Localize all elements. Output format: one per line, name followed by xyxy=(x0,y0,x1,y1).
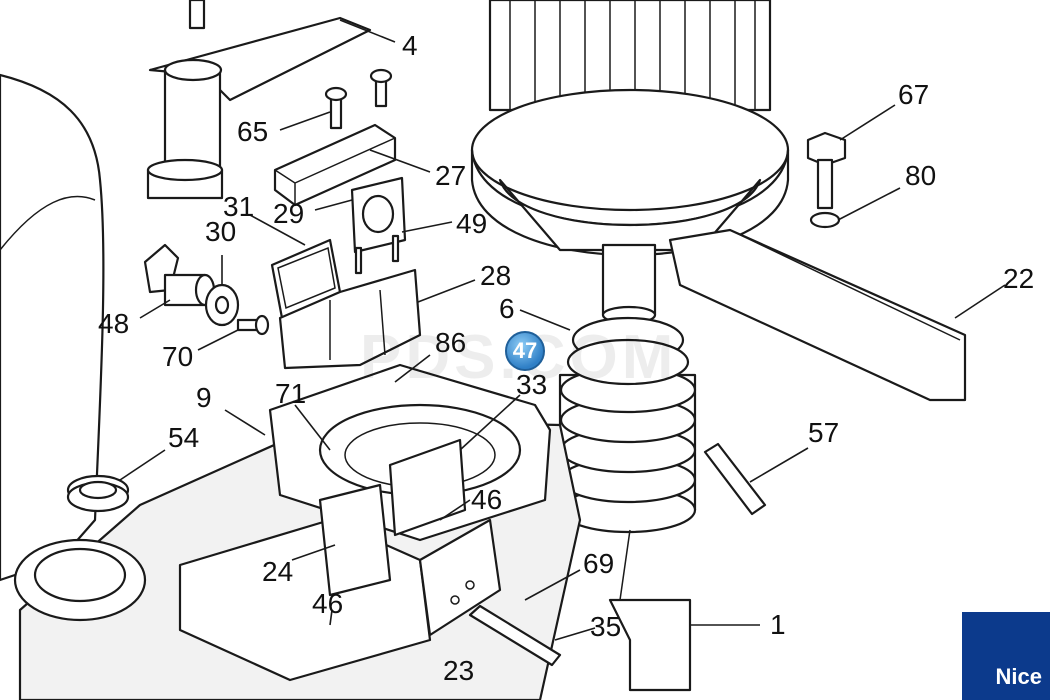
box-part-28 xyxy=(278,268,422,370)
callout-70: 70 xyxy=(162,341,194,372)
bracket-part-1 xyxy=(608,598,692,692)
gearbox-housing xyxy=(18,363,582,700)
callout-6: 6 xyxy=(499,293,515,324)
spring-part-35 xyxy=(468,604,562,667)
callout-27: 27 xyxy=(435,160,467,191)
callout-71: 71 xyxy=(275,378,307,409)
callout-23: 23 xyxy=(443,655,475,686)
callout-65: 65 xyxy=(237,116,269,147)
highlighted-part-marker-47[interactable]: 47 xyxy=(505,331,545,371)
callout-22: 22 xyxy=(1003,263,1035,294)
callout-4: 4 xyxy=(402,30,418,61)
callout-9: 9 xyxy=(196,382,212,413)
callout-28: 28 xyxy=(480,260,512,291)
arm-part-4 xyxy=(146,0,372,200)
callout-30: 30 xyxy=(205,216,237,247)
callout-29: 29 xyxy=(273,198,305,229)
callout-leaders xyxy=(119,19,1006,641)
seal-part-54 xyxy=(66,474,130,513)
callout-86: 86 xyxy=(435,327,467,358)
callout-35: 35 xyxy=(590,611,622,642)
callout-33: 33 xyxy=(516,369,548,400)
key-part-48 xyxy=(143,243,216,307)
callout-54: 54 xyxy=(168,422,200,453)
callout-31: 31 xyxy=(223,191,255,222)
callout-46-upper: 46 xyxy=(471,484,503,515)
screw-part-70 xyxy=(236,314,270,336)
fixing-arm-part-22 xyxy=(668,228,967,402)
callout-1: 1 xyxy=(770,609,786,640)
callout-67: 67 xyxy=(898,79,930,110)
callout-69: 69 xyxy=(583,548,615,579)
nice-brand-logo: Nice xyxy=(962,612,1050,700)
callout-48: 48 xyxy=(98,308,130,339)
brand-name: Nice xyxy=(995,664,1042,689)
washer-part-80 xyxy=(809,211,841,229)
pin-part-57 xyxy=(703,442,767,516)
callout-57: 57 xyxy=(808,417,840,448)
callout-24: 24 xyxy=(262,556,294,587)
plate-part-29 xyxy=(350,176,407,275)
bolt-part-67 xyxy=(806,131,847,210)
limit-switch-assembly xyxy=(318,438,502,637)
worm-gear-part-6 xyxy=(558,316,697,534)
lower-seal-ring xyxy=(13,538,147,622)
callout-49: 49 xyxy=(456,208,488,239)
left-cover-outline xyxy=(0,73,105,582)
motor-assembly xyxy=(470,0,790,325)
callout-80: 80 xyxy=(905,160,937,191)
washer-part-30 xyxy=(204,283,240,327)
callout-46-lower: 46 xyxy=(312,588,344,619)
screw-part-65 xyxy=(324,68,393,130)
